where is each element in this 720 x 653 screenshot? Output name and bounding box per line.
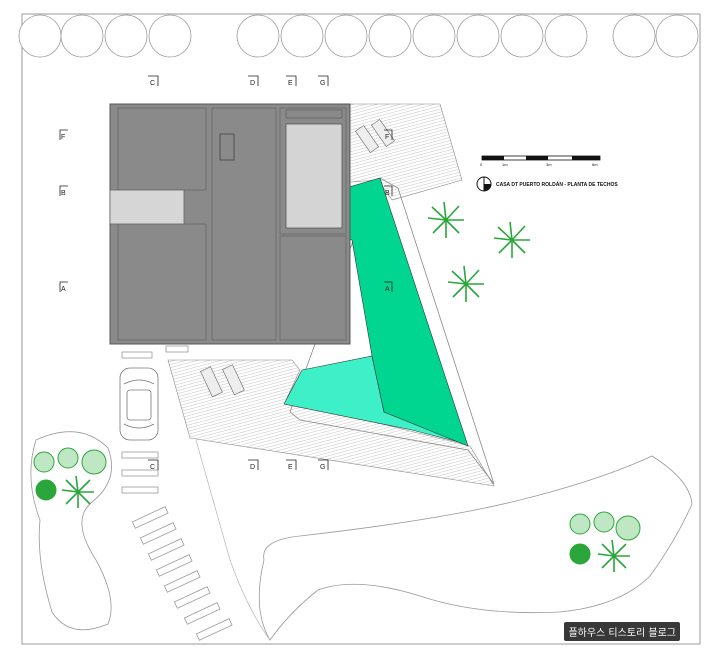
compass-icon [476, 176, 492, 192]
garden-bed-left [30, 431, 112, 631]
section-marks-top [148, 75, 329, 86]
watermark-badge: 플하우스 티스토리 블로그 [564, 622, 680, 641]
scale-label-3: 3m [546, 162, 552, 167]
stepping-stones [131, 506, 233, 641]
section-mark-top-g: G [320, 80, 325, 87]
section-mark-left-a: A [61, 286, 66, 293]
section-marks-bottom [148, 459, 329, 470]
car-icon [119, 367, 159, 441]
drawing-title: CASA DT PUERTO ROLDÁN - PLANTA DE TECHOS [496, 181, 618, 188]
section-mark-bottom-d: D [250, 464, 255, 471]
section-mark-bottom-g: G [320, 464, 325, 471]
palm-tree-icon [61, 201, 630, 572]
section-mark-right-b: B [385, 190, 390, 197]
boundary-trees [18, 14, 699, 58]
path-curve [195, 439, 271, 641]
section-mark-top-d: D [250, 80, 255, 87]
site-boundary [21, 13, 701, 645]
section-marks-left [59, 129, 68, 292]
lounge-chair-icon [355, 119, 395, 153]
section-marks-right [384, 129, 393, 292]
section-mark-bottom-c: C [150, 464, 155, 471]
parking-stripes [121, 345, 189, 494]
section-mark-bottom-e: E [288, 464, 293, 471]
scale-label-1: 1m [502, 162, 508, 167]
skylight [219, 133, 235, 161]
lounge-chair-icon [200, 364, 245, 398]
section-mark-right-a: A [385, 286, 390, 293]
scale-label-6: 6m [592, 162, 598, 167]
shrub-icon [33, 447, 641, 565]
section-mark-left-f: F [61, 134, 65, 141]
main-roof [109, 103, 351, 345]
scale-bar: 0 1m 3m 6m [480, 155, 601, 167]
scale-label-0: 0 [480, 162, 483, 167]
section-mark-left-b: B [61, 190, 66, 197]
section-mark-top-e: E [288, 80, 293, 87]
garden-bed-right [258, 455, 693, 641]
section-mark-right-f: F [385, 134, 389, 141]
section-mark-top-c: C [150, 80, 155, 87]
